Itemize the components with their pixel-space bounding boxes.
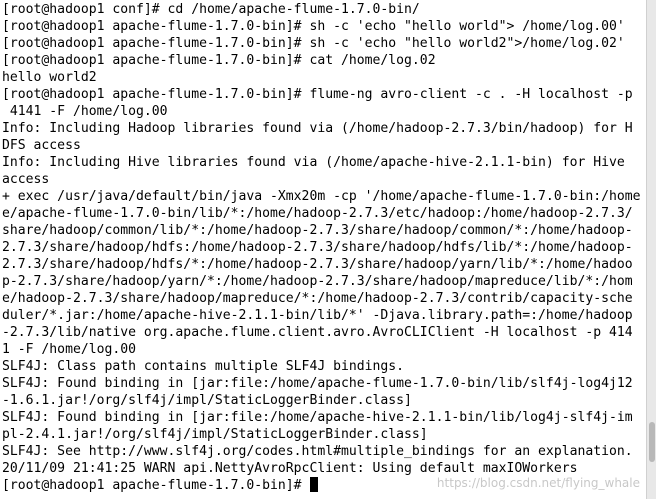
terminal-line: share/hadoop/common/lib/*:/home/hadoop-2… — [2, 223, 633, 238]
terminal-line: -2.7.3/lib/native org.apache.flume.clien… — [2, 325, 633, 340]
terminal-line: 4141 -F /home/log.00 — [2, 104, 168, 119]
terminal-line: e/hadoop-2.7.3/share/hadoop/mapreduce/*:… — [2, 291, 633, 306]
terminal-line: Info: Including Hive libraries found via… — [2, 155, 625, 170]
terminal-line: 2.7.3/share/hadoop/hdfs/*:/home/hadoop-2… — [2, 257, 633, 272]
terminal-line: e/apache-flume-1.7.0-bin/lib/*:/home/had… — [2, 206, 633, 221]
terminal-line: 1 -F /home/log.00 — [2, 342, 137, 357]
terminal-line: -1.6.1.jar!/org/slf4j/impl/StaticLoggerB… — [2, 393, 412, 408]
terminal-line: + exec /usr/java/default/bin/java -Xmx20… — [2, 189, 641, 204]
terminal-line: duler/*.jar:/home/apache-hive-2.1.1-bin/… — [2, 308, 633, 323]
terminal-line: 20/11/09 21:41:25 WARN api.NettyAvroRpcC… — [2, 461, 578, 476]
terminal-line: SLF4J: See http://www.slf4j.org/codes.ht… — [2, 444, 633, 459]
terminal-line: SLF4J: Class path contains multiple SLF4… — [2, 359, 405, 374]
terminal-line: 2.7.3/share/hadoop/hdfs:/home/hadoop-2.7… — [2, 240, 633, 255]
terminal-line: hello world2 — [2, 70, 97, 85]
scrollbar-thumb[interactable] — [649, 422, 655, 462]
terminal-line: [root@hadoop1 apache-flume-1.7.0-bin]# f… — [2, 87, 633, 102]
terminal-line: p-2.7.3/share/hadoop/yarn/*:/home/hadoop… — [2, 274, 633, 289]
terminal-line: DFS access — [2, 138, 81, 153]
terminal-line: [root@hadoop1 apache-flume-1.7.0-bin]# c… — [2, 53, 436, 68]
watermark: https://blog.csdn.net/flying_whale — [436, 476, 640, 490]
terminal-output[interactable]: [root@hadoop1 conf]# cd /home/apache-flu… — [2, 1, 644, 499]
terminal-line: [root@hadoop1 apache-flume-1.7.0-bin]# s… — [2, 19, 625, 34]
terminal-line: SLF4J: Found binding in [jar:file:/home/… — [2, 410, 633, 425]
text-cursor — [310, 477, 319, 492]
terminal-line: pl-2.4.1.jar!/org/slf4j/impl/StaticLogge… — [2, 427, 428, 442]
vertical-scrollbar[interactable] — [646, 0, 656, 499]
terminal-line: [root@hadoop1 conf]# cd /home/apache-flu… — [2, 2, 420, 17]
terminal-line: SLF4J: Found binding in [jar:file:/home/… — [2, 376, 633, 391]
shell-prompt: [root@hadoop1 apache-flume-1.7.0-bin]# — [2, 478, 310, 493]
terminal-line: access — [2, 172, 50, 187]
terminal-line: Info: Including Hadoop libraries found v… — [2, 121, 633, 136]
prompt-line[interactable]: [root@hadoop1 apache-flume-1.7.0-bin]# — [2, 477, 644, 494]
terminal-line: [root@hadoop1 apache-flume-1.7.0-bin]# s… — [2, 36, 625, 51]
